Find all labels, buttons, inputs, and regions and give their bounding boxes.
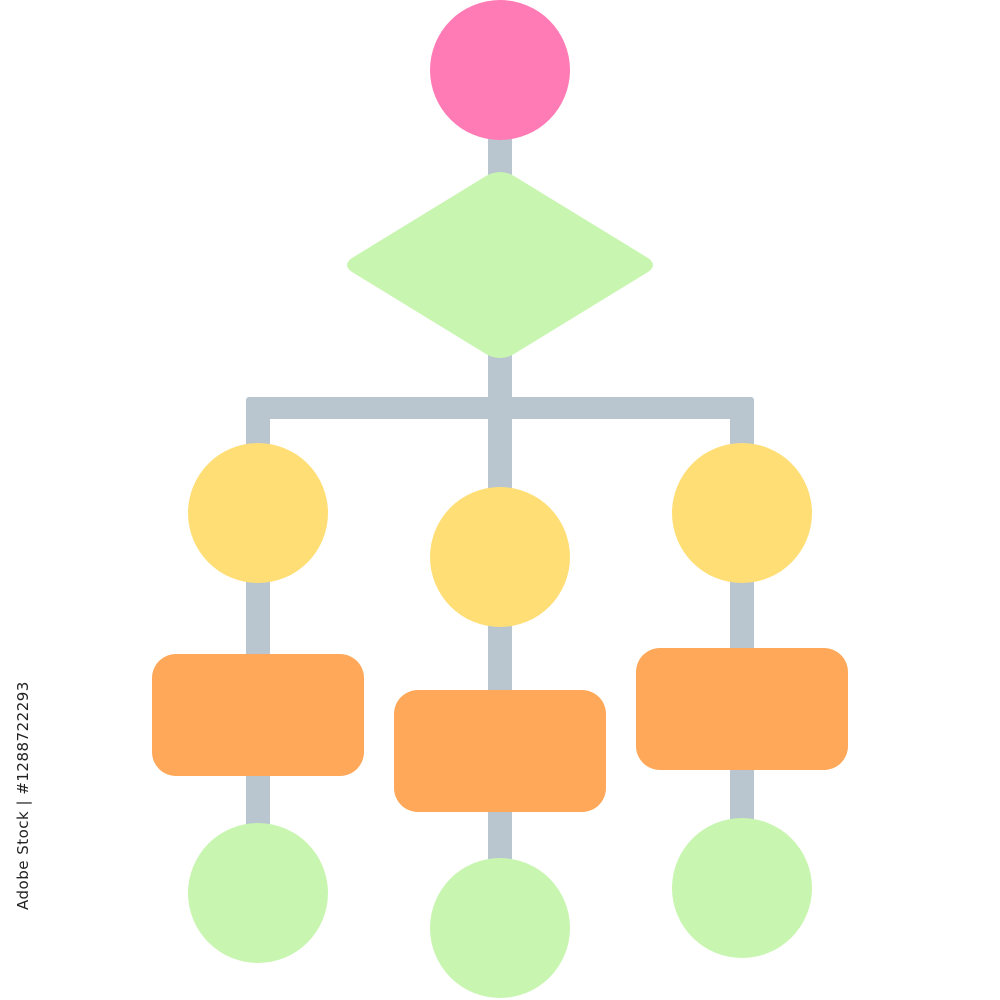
side-caption: Adobe Stock | #1288722293: [14, 681, 32, 910]
connector-middle-circle-to-box: [488, 615, 512, 700]
branch-middle-end-circle: [430, 858, 570, 998]
branch-middle-process-box: [394, 690, 606, 812]
connector-middle-drop: [488, 397, 512, 507]
decision-node-diamond: [347, 172, 653, 358]
branch-left-process-box: [152, 654, 364, 776]
connector-right-circle-to-box: [730, 570, 754, 660]
branch-right-process-box: [636, 648, 848, 770]
connectors: [246, 130, 754, 870]
branch-left-end-circle: [188, 823, 328, 963]
connector-left-circle-to-box: [246, 570, 270, 665]
start-node-circle: [430, 0, 570, 140]
connector-right-box-to-end: [730, 765, 754, 830]
connector-left-box-to-end: [246, 770, 270, 835]
branch-left-circle: [188, 443, 328, 583]
branch-right-end-circle: [672, 818, 812, 958]
connector-middle-box-to-end: [488, 805, 512, 870]
branch-right-circle: [672, 443, 812, 583]
branch-middle-circle: [430, 487, 570, 627]
